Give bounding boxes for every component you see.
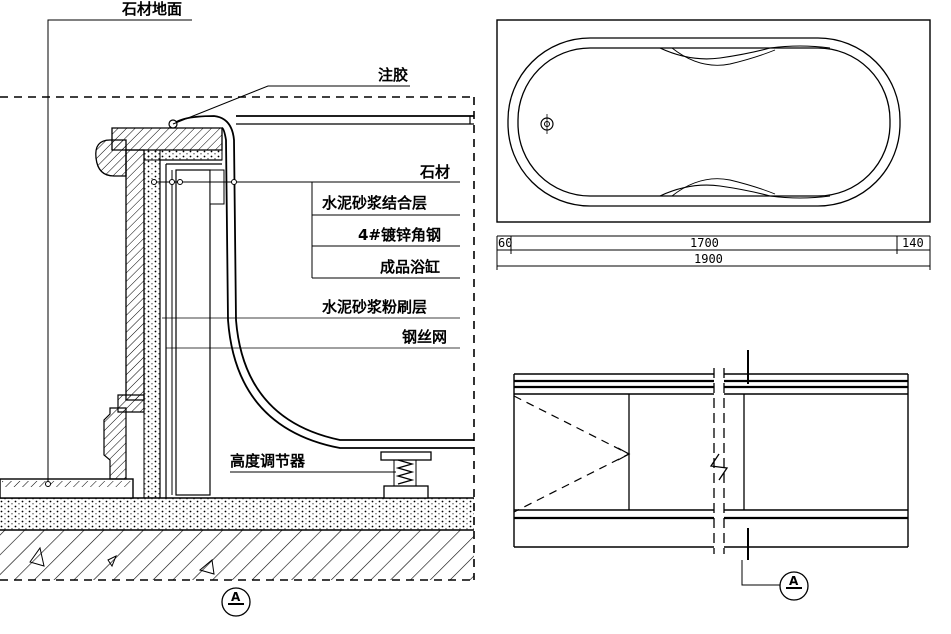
support-block — [175, 169, 211, 496]
section-mark-a-right: A — [779, 571, 809, 601]
dim-1700: 1700 — [690, 236, 719, 250]
headrest-top — [659, 45, 831, 60]
section-mark-a-left: A — [221, 587, 251, 617]
label-height-adjuster: 高度调节器 — [230, 452, 306, 470]
plan-dimensions — [496, 235, 931, 270]
tub-inner-rim — [517, 47, 891, 197]
hidden-v-lines — [513, 395, 631, 513]
elevation-view: A — [513, 350, 909, 601]
label-glue: 注胶 — [378, 66, 408, 84]
headrest-bottom — [659, 184, 831, 199]
break-symbol — [709, 453, 729, 481]
angle-steel-frame — [159, 159, 222, 498]
wall-base — [103, 407, 127, 480]
dim-60: 60 — [498, 236, 512, 250]
top-stone-slab — [111, 127, 223, 151]
section-cut-line — [741, 350, 780, 586]
label-plaster: 水泥砂浆粉刷层 — [322, 298, 427, 316]
label-angle-steel: 4#镀锌角钢 — [358, 226, 441, 244]
mortar-layer — [143, 149, 161, 499]
dim-1900: 1900 — [694, 252, 723, 266]
svg-text:A: A — [231, 590, 241, 604]
section-detail: 石材地面 注胶 石材 水泥砂浆结合层 4#镀锌角钢 成品浴缸 水泥砂浆粉刷层 钢… — [0, 0, 475, 617]
concrete-slab — [0, 498, 474, 530]
leader-lines — [45, 19, 460, 487]
bathtub-shell — [169, 115, 474, 449]
label-mortar-bond: 水泥砂浆结合层 — [322, 194, 427, 212]
drain-icon — [540, 114, 554, 134]
label-wire-mesh: 钢丝网 — [402, 328, 447, 346]
plan-view: 60 1700 140 1900 — [496, 19, 931, 270]
plan-frame — [496, 19, 931, 223]
tub-outer-rim — [507, 37, 901, 207]
stone-cladding — [125, 149, 145, 401]
label-stone-floor: 石材地面 — [121, 0, 182, 18]
svg-text:A: A — [789, 574, 799, 588]
label-bathtub: 成品浴缸 — [380, 258, 440, 276]
dim-140: 140 — [902, 236, 924, 250]
label-stone: 石材 — [419, 163, 450, 181]
ground-hatch — [0, 530, 474, 580]
height-adjuster — [380, 451, 432, 499]
